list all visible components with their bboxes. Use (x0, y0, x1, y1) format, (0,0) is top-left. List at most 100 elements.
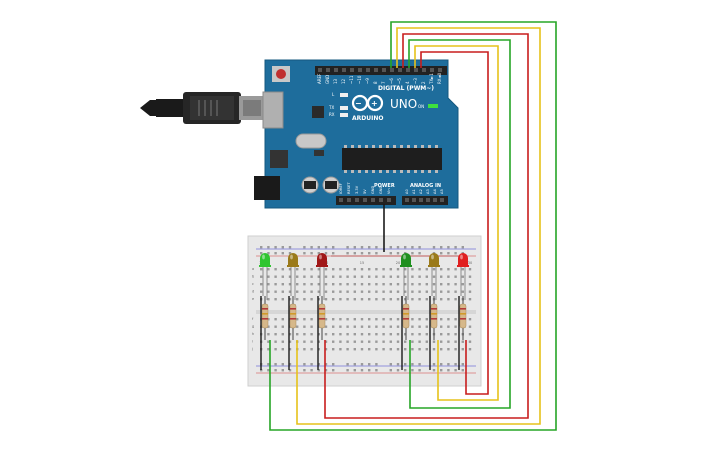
breadboard-hole[interactable] (396, 348, 400, 351)
breadboard-hole[interactable] (396, 325, 400, 328)
digital-pin-hole[interactable] (334, 68, 338, 72)
breadboard-hole[interactable] (396, 298, 400, 301)
breadboard-hole[interactable] (425, 333, 428, 336)
breadboard-hole[interactable] (267, 283, 270, 286)
breadboard-hole[interactable] (461, 283, 464, 286)
rail-hole[interactable] (267, 246, 270, 249)
breadboard-hole[interactable] (346, 318, 349, 321)
yellow-led[interactable] (428, 253, 440, 300)
breadboard-hole[interactable] (303, 283, 306, 286)
digital-pin-hole[interactable] (374, 68, 378, 72)
breadboard-hole[interactable] (339, 298, 342, 301)
breadboard-hole[interactable] (317, 340, 320, 343)
breadboard-hole[interactable] (440, 275, 443, 278)
breadboard-hole[interactable] (396, 290, 400, 293)
rail-hole[interactable] (260, 252, 263, 255)
breadboard-hole[interactable] (288, 348, 292, 351)
breadboard-hole[interactable] (461, 275, 464, 278)
rail-hole[interactable] (353, 363, 356, 366)
breadboard-hole[interactable] (382, 298, 385, 301)
breadboard-hole[interactable] (296, 298, 299, 301)
rail-hole[interactable] (332, 246, 335, 249)
rail-hole[interactable] (396, 369, 400, 372)
breadboard-hole[interactable] (332, 318, 335, 321)
rail-hole[interactable] (389, 246, 392, 249)
rail-hole[interactable] (461, 363, 464, 366)
breadboard-hole[interactable] (404, 340, 407, 343)
breadboard-hole[interactable] (332, 348, 335, 351)
breadboard-hole[interactable] (432, 340, 436, 343)
breadboard-hole[interactable] (332, 275, 335, 278)
resistor[interactable] (289, 303, 297, 329)
rail-hole[interactable] (317, 369, 320, 372)
rail-hole[interactable] (353, 252, 356, 255)
rail-hole[interactable] (310, 246, 313, 249)
breadboard-hole[interactable] (411, 275, 414, 278)
breadboard-hole[interactable] (368, 283, 371, 286)
breadboard-hole[interactable] (368, 333, 371, 336)
breadboard-hole[interactable] (288, 340, 292, 343)
breadboard-hole[interactable] (389, 268, 392, 271)
rail-hole[interactable] (440, 369, 443, 372)
breadboard-hole[interactable] (375, 348, 378, 351)
breadboard-hole[interactable] (353, 290, 356, 293)
breadboard-hole[interactable] (303, 318, 306, 321)
breadboard-hole[interactable] (296, 318, 299, 321)
breadboard-hole[interactable] (375, 283, 378, 286)
breadboard-hole[interactable] (468, 340, 472, 343)
breadboard-hole[interactable] (317, 325, 320, 328)
breadboard-hole[interactable] (303, 268, 306, 271)
breadboard-hole[interactable] (411, 333, 414, 336)
digital-pin-hole[interactable] (422, 68, 426, 72)
breadboard-hole[interactable] (310, 283, 313, 286)
breadboard-hole[interactable] (468, 333, 472, 336)
digital-pin-hole[interactable] (318, 68, 322, 72)
breadboard-hole[interactable] (281, 283, 284, 286)
breadboard-hole[interactable] (281, 275, 284, 278)
red-led[interactable] (457, 253, 469, 300)
breadboard-hole[interactable] (339, 275, 342, 278)
breadboard-hole[interactable] (447, 283, 450, 286)
breadboard-hole[interactable] (468, 298, 472, 301)
digital-pin-hole[interactable] (350, 68, 354, 72)
rail-hole[interactable] (411, 246, 414, 249)
breadboard-hole[interactable] (440, 268, 443, 271)
resistor[interactable] (430, 303, 438, 329)
breadboard-hole[interactable] (303, 325, 306, 328)
power-pin-hole[interactable] (379, 198, 383, 202)
rail-hole[interactable] (303, 369, 306, 372)
breadboard-hole[interactable] (281, 325, 284, 328)
digital-pin-hole[interactable] (358, 68, 362, 72)
breadboard-hole[interactable] (418, 340, 421, 343)
rail-hole[interactable] (353, 369, 356, 372)
breadboard-hole[interactable] (368, 298, 371, 301)
breadboard-hole[interactable] (317, 348, 320, 351)
rail-hole[interactable] (332, 252, 335, 255)
breadboard-hole[interactable] (404, 268, 407, 271)
rail-hole[interactable] (461, 369, 464, 372)
breadboard-hole[interactable] (425, 290, 428, 293)
rail-hole[interactable] (447, 363, 450, 366)
digital-pin-hole[interactable] (438, 68, 442, 72)
rail-hole[interactable] (432, 369, 436, 372)
breadboard-hole[interactable] (274, 290, 277, 293)
breadboard-hole[interactable] (396, 318, 400, 321)
digital-pin-hole[interactable] (414, 68, 418, 72)
breadboard-hole[interactable] (375, 340, 378, 343)
breadboard-hole[interactable] (332, 283, 335, 286)
breadboard-hole[interactable] (418, 333, 421, 336)
breadboard-hole[interactable] (447, 348, 450, 351)
rail-hole[interactable] (332, 369, 335, 372)
rail-hole[interactable] (303, 246, 306, 249)
breadboard-hole[interactable] (396, 333, 400, 336)
rail-hole[interactable] (303, 252, 306, 255)
breadboard-hole[interactable] (339, 325, 342, 328)
breadboard-hole[interactable] (324, 290, 328, 293)
breadboard-hole[interactable] (281, 268, 284, 271)
breadboard-hole[interactable] (332, 340, 335, 343)
analog-pin-hole[interactable] (426, 198, 430, 202)
breadboard-hole[interactable] (375, 290, 378, 293)
breadboard-hole[interactable] (281, 318, 284, 321)
rail-hole[interactable] (389, 363, 392, 366)
